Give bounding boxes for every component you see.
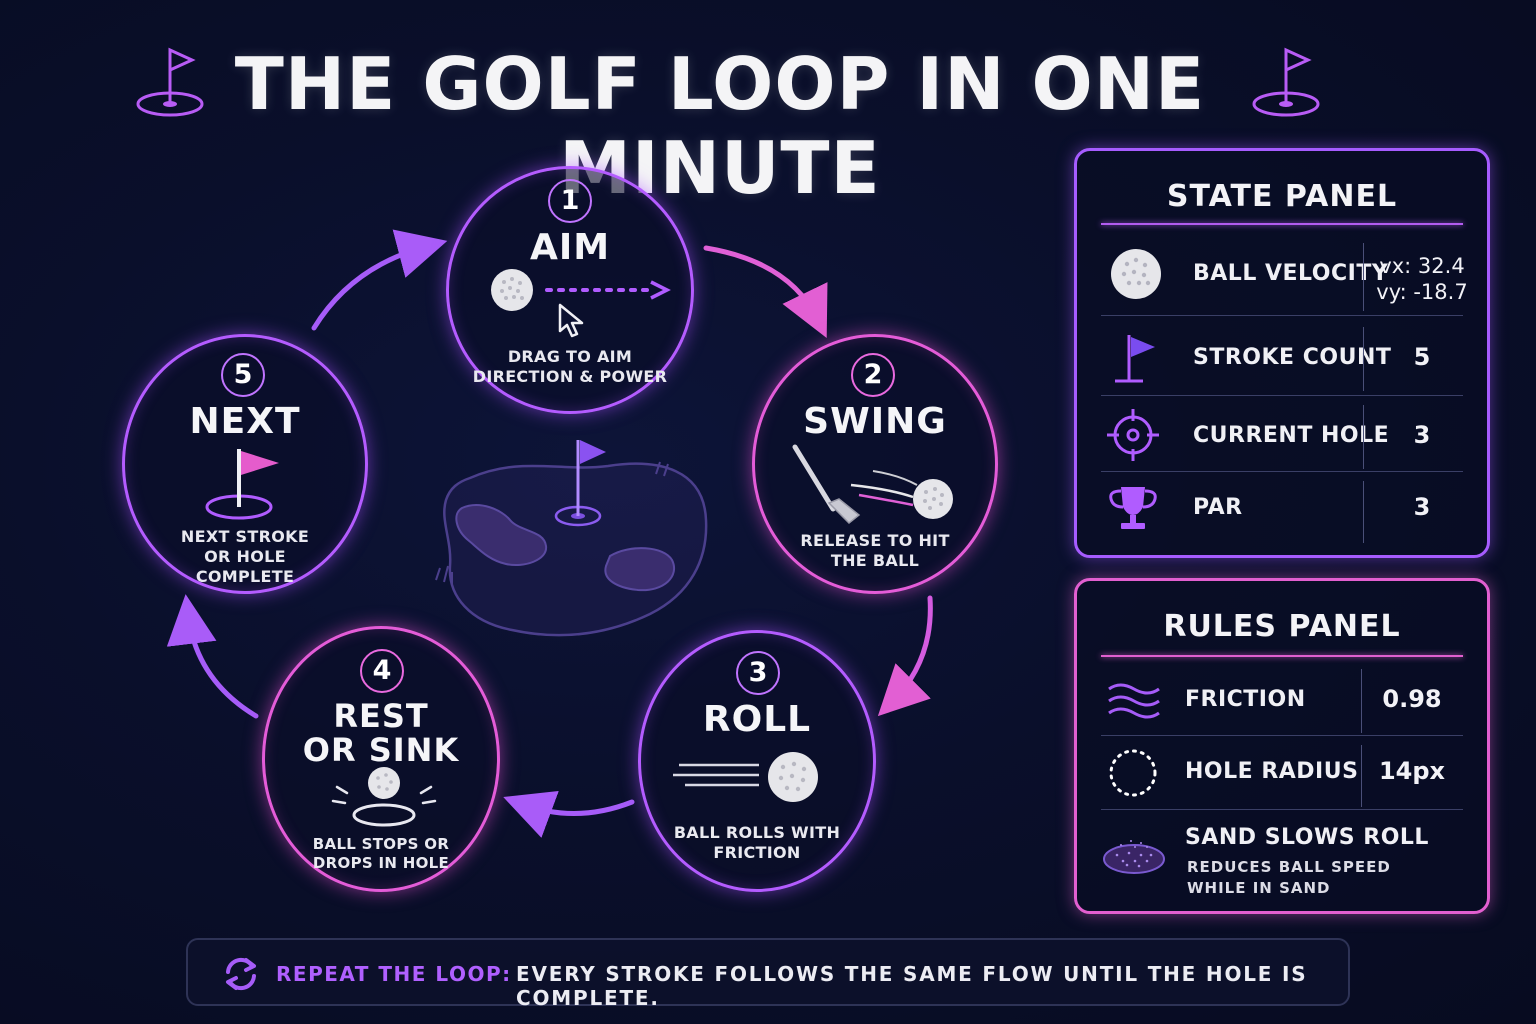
step-title: ROLL [702, 699, 812, 740]
divider [1363, 405, 1364, 469]
waves-icon [1108, 683, 1160, 719]
repeat-loop-label: REPEAT THE LOOP: [276, 962, 512, 986]
state-value: 3 [1413, 421, 1431, 449]
golf-club-icon [792, 444, 953, 525]
cursor-icon [558, 303, 584, 338]
state-label: PAR [1193, 495, 1243, 520]
state-value: 3 [1413, 493, 1431, 521]
state-value: vx: 32.4 vy: -18.7 [1376, 254, 1468, 304]
step-title: AIM [529, 227, 611, 268]
divider [1363, 243, 1364, 311]
divider [1363, 481, 1364, 543]
state-panel: STATE PANEL BALL VELOCITY vx: 32.4 vy: -… [1074, 148, 1490, 558]
divider [1101, 223, 1463, 225]
arrow-rest-to-next [166, 594, 259, 719]
divider [1101, 315, 1463, 316]
state-label: CURRENT HOLE [1193, 423, 1390, 448]
step-description: BALL ROLLS WITH FRICTION [673, 823, 841, 862]
step-number: 1 [548, 179, 592, 223]
rule-label: HOLE RADIUS [1185, 759, 1359, 784]
panel-title: STATE PANEL [1166, 179, 1398, 214]
step-number: 2 [851, 353, 895, 397]
dotted-circle-icon [1109, 749, 1157, 797]
step-next: 5 NEXT NEXT STROKE OR HOLE COMPLETE [122, 334, 368, 594]
rule-label: FRICTION [1185, 687, 1306, 712]
arrow-swing-to-roll [877, 595, 933, 717]
state-value: 5 [1413, 343, 1431, 371]
aim-arrow-icon [545, 280, 671, 300]
step-description: NEXT STROKE OR HOLE COMPLETE [180, 527, 310, 586]
golf-ball-icon [491, 269, 533, 311]
arrow-aim-to-swing [703, 245, 828, 339]
panel-title: RULES PANEL [1163, 609, 1401, 644]
repeat-loop-banner: REPEAT THE LOOP: EVERY STROKE FOLLOWS TH… [186, 938, 1350, 1010]
ball-in-hole-icon [331, 767, 437, 827]
step-aim: 1 AIM DRAG TO AIM DIRECTION & POWER [446, 166, 694, 414]
rule-value: 0.98 [1382, 685, 1442, 713]
divider [1101, 395, 1463, 396]
step-title: NEXT [189, 401, 301, 442]
flag-icon [1115, 335, 1155, 383]
step-description: BALL STOPS OR DROPS IN HOLE [312, 835, 450, 872]
divider [1101, 809, 1463, 810]
step-number: 4 [360, 649, 404, 693]
divider [1101, 655, 1463, 657]
divider [1101, 471, 1463, 472]
trophy-icon [1109, 487, 1157, 529]
flag-hole-icon [1252, 47, 1320, 117]
rule-description: REDUCES BALL SPEED WHILE IN SAND [1187, 858, 1391, 897]
step-swing: 2 SWING RELEASE TO HIT THE BALL [752, 334, 998, 594]
divider [1361, 745, 1362, 807]
rules-panel: RULES PANEL FRICTION 0.98 HOLE RADIUS 14… [1074, 578, 1490, 914]
step-roll: 3 ROLL BALL ROLLS WITH FRICTION [638, 630, 876, 892]
rule-label: SAND SLOWS ROLL [1185, 825, 1429, 850]
page-title: THE GOLF LOOP IN ONE MINUTE [234, 42, 1206, 210]
step-description: RELEASE TO HIT THE BALL [800, 531, 950, 570]
target-icon [1107, 409, 1159, 461]
step-title: SWING [803, 401, 947, 442]
arrow-roll-to-rest [503, 790, 635, 838]
step-number: 3 [736, 651, 780, 695]
state-label: BALL VELOCITY [1193, 261, 1389, 286]
divider [1101, 735, 1463, 736]
step-number: 5 [221, 353, 265, 397]
putting-green-illustration [435, 440, 708, 637]
divider [1361, 669, 1362, 733]
refresh-icon [226, 957, 256, 991]
divider [1363, 327, 1364, 391]
repeat-loop-text: EVERY STROKE FOLLOWS THE SAME FLOW UNTIL… [516, 962, 1308, 1010]
flag-hole-icon [136, 47, 204, 117]
sand-trap-icon [1103, 840, 1165, 874]
rule-value: 14px [1378, 757, 1446, 785]
arrow-next-to-aim [311, 229, 448, 331]
rolling-ball-icon [673, 752, 818, 802]
golf-ball-icon [1111, 249, 1161, 299]
step-title: REST OR SINK [302, 697, 460, 769]
step-rest-or-sink: 4 REST OR SINK BALL STOPS OR DROPS IN HO… [262, 626, 500, 892]
flag-hole-icon [205, 449, 279, 520]
state-label: STROKE COUNT [1193, 345, 1392, 370]
step-description: DRAG TO AIM DIRECTION & POWER [472, 347, 668, 386]
